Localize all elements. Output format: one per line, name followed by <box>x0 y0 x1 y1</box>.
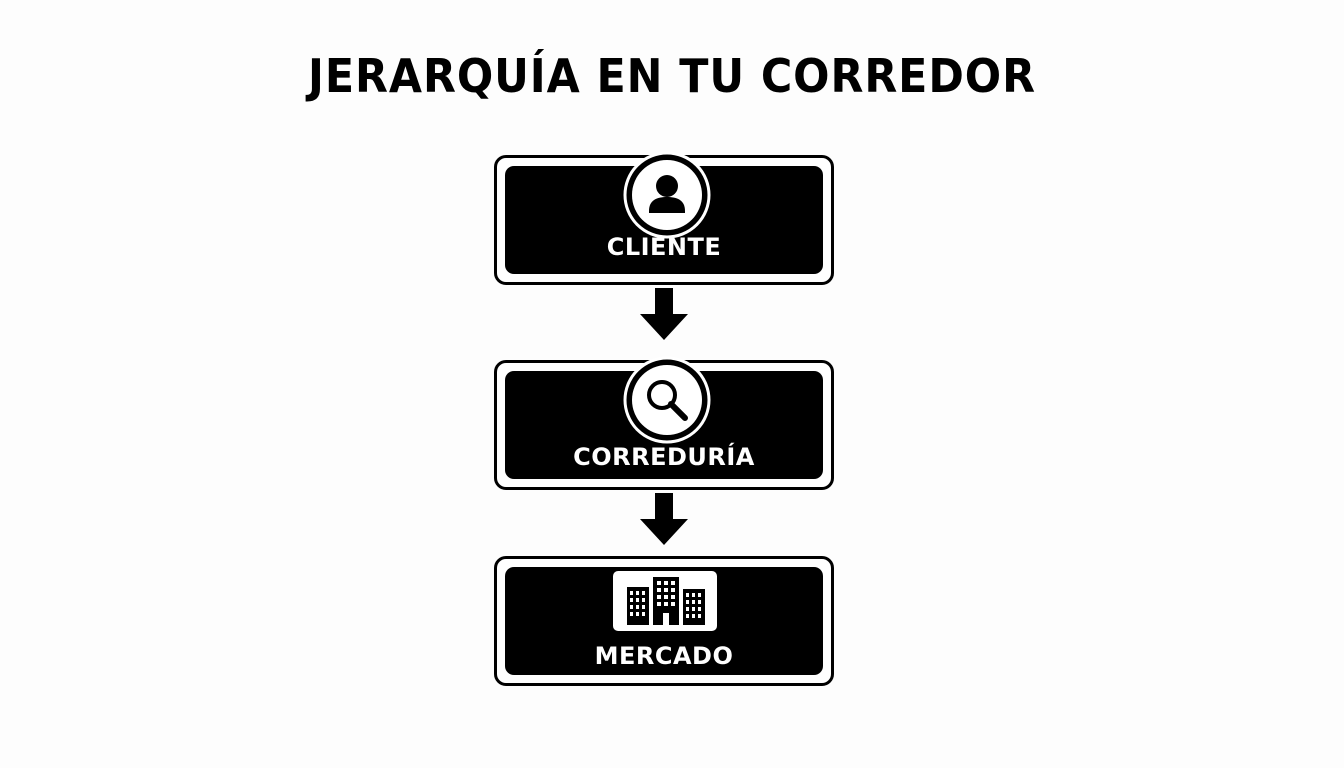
node-correduria: CORREDURÍA <box>494 356 834 490</box>
arrow-down-icon <box>640 493 688 545</box>
node-correduria-label: CORREDURÍA <box>573 443 755 471</box>
node-mercado-label: MERCADO <box>594 642 734 670</box>
arrow-down-icon <box>640 288 688 340</box>
buildings-icon <box>613 571 717 631</box>
diagram-title: JERARQUÍA EN TU CORREDOR <box>308 49 1036 103</box>
person-icon <box>623 151 711 239</box>
magnifier-icon <box>623 356 711 444</box>
node-cliente: CLIENTE <box>494 151 834 285</box>
node-cliente-label: CLIENTE <box>606 233 722 261</box>
node-mercado: MERCADO <box>494 556 834 686</box>
